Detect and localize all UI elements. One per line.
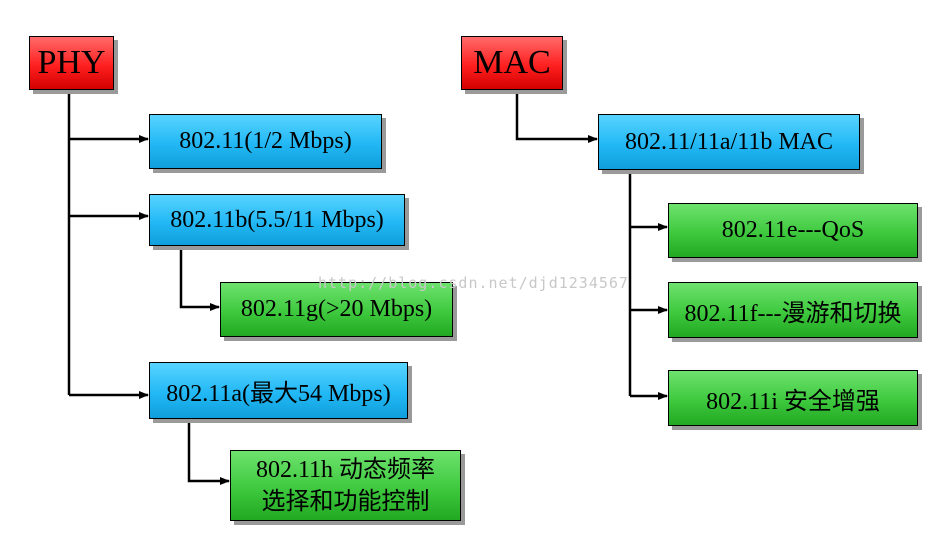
phy-node-802-11a-label: 802.11a(最大54 Mbps) — [166, 381, 391, 407]
b-to-g-line — [179, 246, 220, 311]
mac-node-802-11-mac: 802.11/11a/11b MAC — [598, 114, 860, 170]
phy-node-802-11g-label: 802.11g(>20 Mbps) — [240, 296, 433, 322]
mac-root-label: MAC — [473, 44, 551, 81]
phy-node-802-11b: 802.11b(5.5/11 Mbps) — [149, 194, 405, 246]
phy-node-802-11h-label-line1: 802.11h 动态频率 — [255, 456, 436, 483]
phy-root-node: PHY — [29, 36, 114, 90]
mac-node-802-11-mac-label: 802.11/11a/11b MAC — [625, 128, 833, 155]
mac-node-802-11e-label: 802.11e---QoS — [721, 217, 865, 243]
phy-node-802-11a: 802.11a(最大54 Mbps) — [149, 362, 408, 419]
mac-node-802-11e: 802.11e---QoS — [668, 203, 918, 258]
mac-node-802-11f: 802.11f---漫游和切换 — [668, 282, 918, 338]
mac-node-802-11i-label: 802.11i 安全增强 — [706, 388, 880, 415]
phy-node-802-11h-label-line2: 选择和功能控制 — [261, 488, 430, 515]
phy-node-802-11b-label: 802.11b(5.5/11 Mbps) — [170, 206, 384, 233]
mac-root-node: MAC — [461, 36, 563, 90]
phy-node-802-11: 802.11(1/2 Mbps) — [149, 114, 382, 169]
mac-root-to-n1-line — [515, 90, 598, 143]
phy-root-label: PHY — [37, 44, 106, 81]
mac-node-802-11f-label: 802.11f---漫游和切换 — [684, 300, 902, 327]
a-to-h-line — [187, 419, 230, 485]
mac-node-802-11i: 802.11i 安全增强 — [668, 370, 918, 426]
watermark-text: http://blog.csdn.net/djd1234567 — [318, 274, 629, 292]
phy-node-802-11g: 802.11g(>20 Mbps) — [220, 282, 453, 337]
phy-node-802-11h: 802.11h 动态频率 选择和功能控制 — [230, 450, 461, 521]
phy-node-802-11-label: 802.11(1/2 Mbps) — [179, 128, 352, 154]
